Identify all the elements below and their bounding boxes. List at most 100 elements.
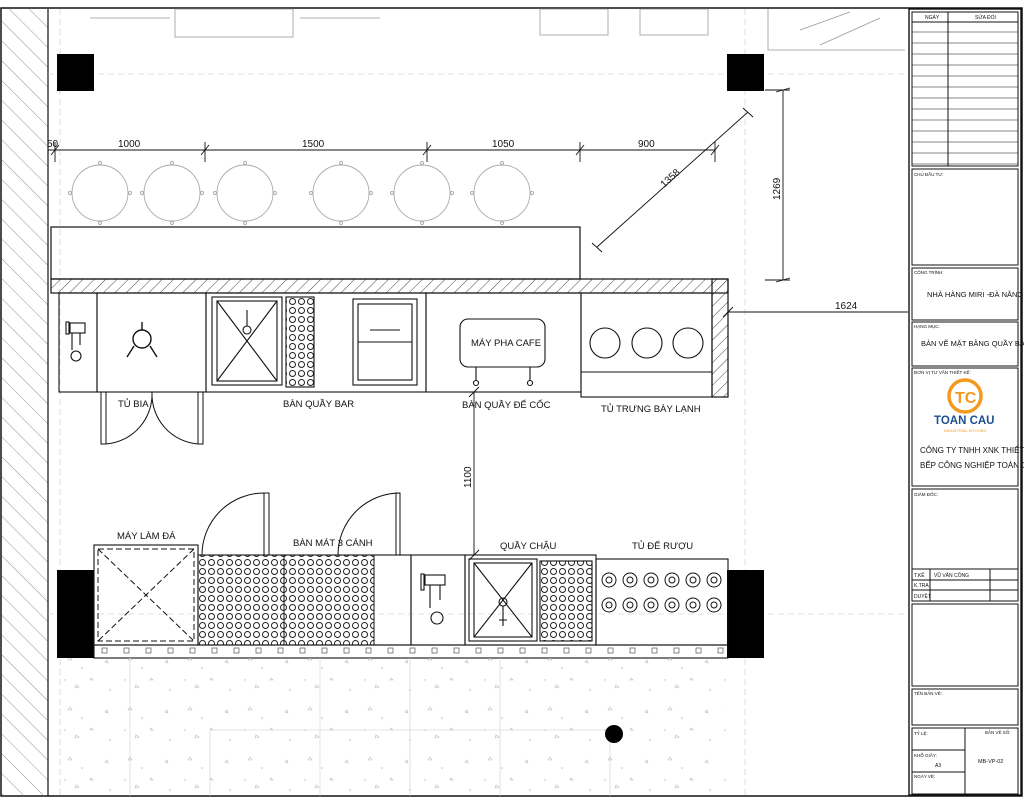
bar-stool — [309, 161, 373, 225]
base-bolt — [409, 647, 416, 654]
bar-stools — [68, 161, 534, 225]
base-bolt — [585, 647, 592, 654]
tb-owner-label: CHỦ ĐẦU TƯ: — [914, 171, 944, 177]
beer-tap-icon — [65, 321, 86, 362]
dim-50: 50 — [47, 139, 59, 150]
base-bolt — [343, 647, 350, 654]
base-bolt — [123, 647, 130, 654]
tb-drawing-name-label: TÊN BẢN VẼ: — [914, 689, 942, 696]
bottom-sink — [468, 558, 593, 642]
bar-stool — [470, 161, 534, 225]
top-furniture — [90, 8, 905, 51]
base-bolt — [629, 647, 636, 654]
base-bolt — [145, 647, 152, 654]
beer-fridge-doors — [100, 391, 204, 445]
base-bolt — [541, 647, 548, 654]
dim-1100: 1100 — [463, 466, 474, 488]
base-bolt — [431, 647, 438, 654]
base-bolt — [101, 647, 108, 654]
label-wine-fridge: TỦ ĐỂ RƯỢU — [632, 540, 693, 552]
dimension-lines — [48, 87, 908, 561]
tb-drawing-no: MB-VP-02 — [978, 759, 1003, 765]
customer-bar-counter — [50, 226, 729, 398]
coffee-machine — [459, 318, 546, 387]
dim-1624: 1624 — [835, 301, 858, 312]
back-bar-row — [58, 292, 713, 398]
bar-stool — [68, 161, 132, 225]
bottom-tap-icon — [420, 573, 446, 625]
wine-bottle — [664, 572, 680, 588]
tb-project-label: CÔNG TRÌNH: — [914, 269, 944, 275]
dim-900: 900 — [638, 139, 655, 150]
base-bolt — [695, 647, 702, 654]
base-bolt — [211, 647, 218, 654]
tb-date-label: NGÀY VẼ: — [914, 773, 935, 779]
dim-1269: 1269 — [772, 177, 783, 200]
base-bolt — [717, 647, 724, 654]
display-fridge-wells — [589, 327, 704, 359]
title-block — [908, 8, 1022, 796]
tb-drawing-no-label: BẢN VẼ SỐ: — [985, 729, 1011, 735]
base-bolt — [365, 647, 372, 654]
title-block-text: NGÀY SỬA ĐỔI CHỦ ĐẦU TƯ: CÔNG TRÌNH: NHÀ… — [914, 14, 1024, 779]
left-wall — [2, 9, 49, 796]
tb-company-1: CÔNG TY TNHH XNK THIẾT BỊ — [920, 445, 1024, 455]
wine-bottle — [664, 597, 680, 613]
label-coffee-machine: MÁY PHA CAFE — [471, 338, 541, 349]
label-sink-counter: QUẦY CHẬU — [500, 541, 556, 552]
tb-scale-label: TỶ LỆ: — [914, 729, 928, 736]
base-bolt — [387, 647, 394, 654]
wine-bottle — [706, 572, 722, 588]
tb-director-label: GIÁM ĐỐC: — [914, 491, 938, 497]
ice-machine — [97, 548, 195, 642]
wine-bottle — [601, 597, 617, 613]
label-display-fridge: TỦ TRƯNG BÀY LẠNH — [601, 403, 701, 415]
wine-bottle — [622, 572, 638, 588]
label-bar-counter: BÀN QUẦY BAR — [283, 399, 354, 410]
tb-checker-label: K.TRA — [914, 583, 929, 589]
base-bolt — [321, 647, 328, 654]
wine-bottle — [601, 572, 617, 588]
wine-bottle — [643, 572, 659, 588]
tb-col-revision: SỬA ĐỔI — [975, 14, 996, 21]
wine-bottle — [622, 597, 638, 613]
wine-bottle — [643, 597, 659, 613]
base-bolt — [519, 647, 526, 654]
base-bolt — [189, 647, 196, 654]
tb-item-label: HẠNG MỤC: — [914, 324, 940, 329]
label-beer-fridge: TỦ BIA — [118, 398, 149, 410]
dim-1358: 1358 — [659, 167, 683, 190]
logo-sub: INDUSTRIAL KITCHEN — [944, 428, 986, 433]
base-bolt — [475, 647, 482, 654]
tb-col-date: NGÀY — [925, 14, 940, 21]
tb-project-name: NHÀ HÀNG MIRI -ĐÀ NẴNG — [927, 290, 1023, 299]
three-door-cooler — [197, 492, 401, 646]
base-bolt — [453, 647, 460, 654]
dim-1500: 1500 — [302, 139, 325, 150]
base-bolt — [563, 647, 570, 654]
bar-stool — [140, 161, 204, 225]
toancau-logo: TC TOAN CAU INDUSTRIAL KITCHEN — [934, 378, 994, 433]
bar-stool — [390, 161, 454, 225]
bar-sink-top — [211, 296, 315, 388]
tb-company-2: BẾP CÔNG NGHIỆP TOÀN CẦU — [920, 460, 1024, 470]
bar-stool — [213, 161, 277, 225]
base-bolt — [651, 647, 658, 654]
base-bolt — [255, 647, 262, 654]
tb-paper-value: A3 — [935, 763, 941, 769]
base-bolt — [497, 647, 504, 654]
floor-area — [60, 658, 728, 796]
columns — [57, 54, 764, 658]
counter-base-bolts — [101, 647, 724, 654]
glass-washer — [352, 298, 418, 386]
wine-bottle — [685, 572, 701, 588]
wine-fridge-bottles — [601, 572, 722, 613]
base-bolt — [607, 647, 614, 654]
label-cooler: BÀN MÁT 3 CÁNH — [293, 538, 373, 549]
tb-item-name: BẢN VẼ MẶT BẰNG QUẦY BAR — [921, 338, 1024, 348]
base-bolt — [673, 647, 680, 654]
svg-text:TC: TC — [955, 390, 977, 407]
label-ice-machine: MÁY LÀM ĐÁ — [117, 531, 176, 542]
logo-text: TOAN CAU — [934, 415, 994, 427]
